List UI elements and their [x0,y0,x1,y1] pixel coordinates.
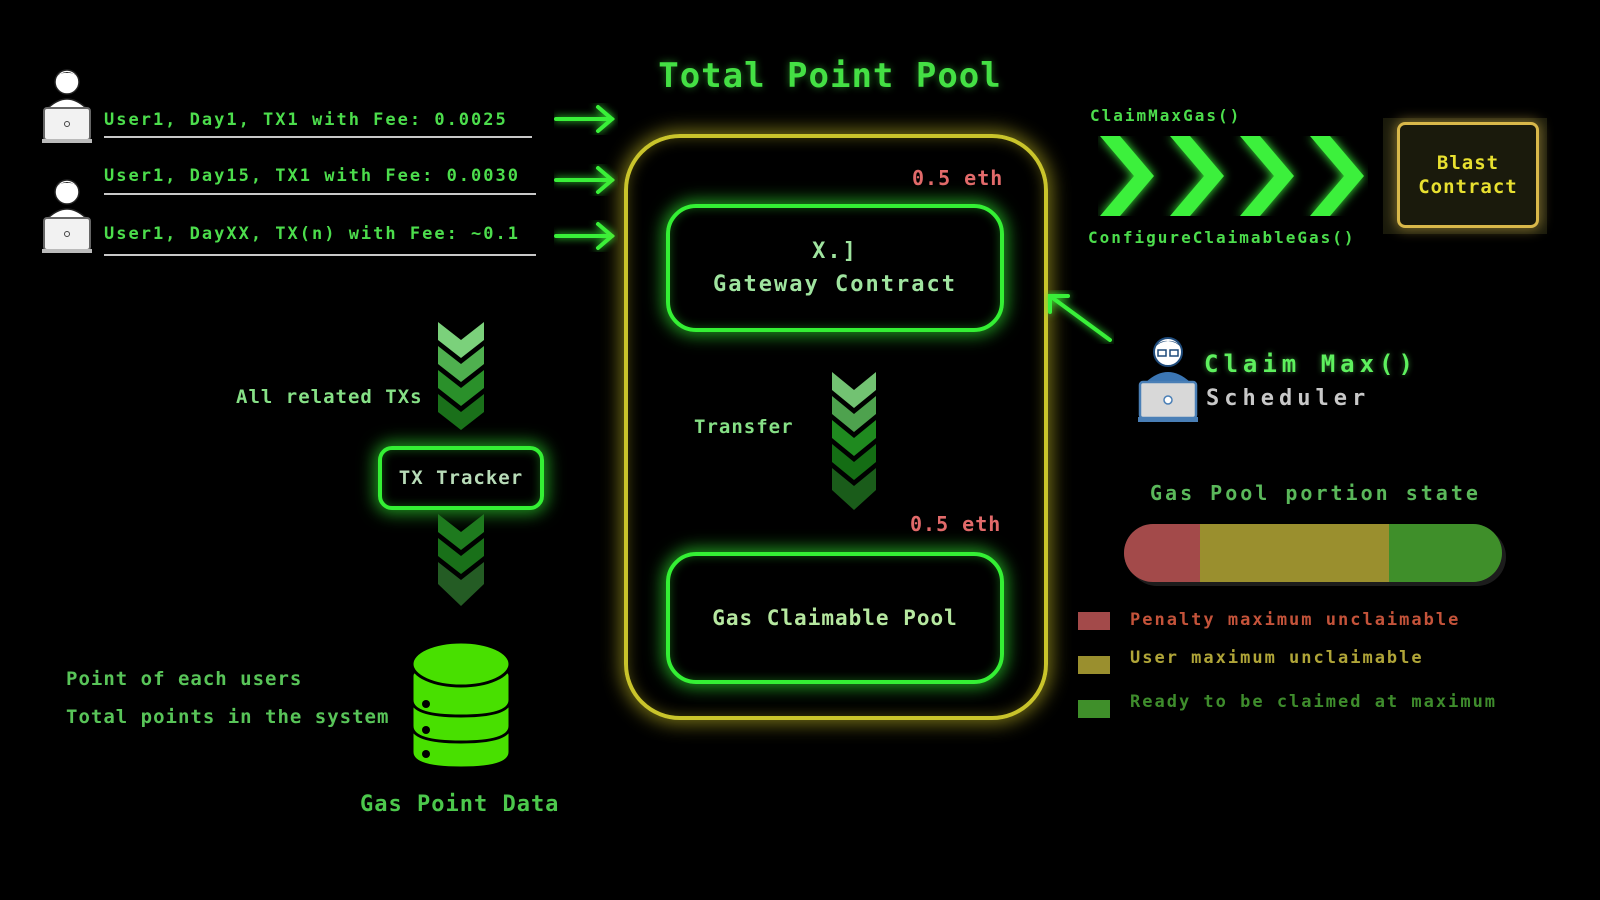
chevron-right-icon [1098,136,1368,216]
legend-swatch-user [1078,656,1110,674]
arrow-up-left-icon [1044,290,1114,344]
divider [104,254,536,256]
arrow-right-icon [554,220,618,252]
tx-tracker-box: TX Tracker [378,446,544,510]
blast-label-line1: Blast [1436,152,1500,174]
chevron-down-icon [832,372,876,514]
user-tx-label: User1, Day1, TX1 with Fee: 0.0025 [104,110,508,130]
blast-label-line2: Contract [1418,176,1518,198]
chevron-down-icon [438,322,484,444]
configure-claimable-gas-func: ConfigureClaimableGas() [1088,228,1356,247]
data-point-line: Point of each users [66,668,303,690]
legend-label-penalty: Penalty maximum unclaimable [1130,610,1461,630]
divider [104,193,536,195]
user-segment [1199,524,1389,582]
gateway-label-line2: Gateway Contract [713,272,957,297]
gas-state-bar [1124,524,1502,582]
scheduler-title: Claim Max() [1204,350,1418,378]
legend-label-user: User maximum unclaimable [1130,648,1424,668]
legend-label-ready: Ready to be claimed at maximum [1130,692,1498,712]
legend-swatch-ready [1078,700,1110,718]
transfer-label: Transfer [694,416,794,438]
scheduler-subtitle: Scheduler [1206,386,1371,411]
user-laptop-icon [40,66,94,144]
gas-point-data-caption: Gas Point Data [360,792,560,817]
scheduler-user-icon [1138,332,1198,426]
arrow-right-icon [554,103,618,135]
chevron-down-icon [438,514,484,610]
divider [104,136,532,138]
arrow-right-icon [554,164,618,196]
page-title: Total Point Pool [658,56,1002,96]
user-laptop-icon [40,176,94,254]
claim-max-gas-func: ClaimMaxGas() [1090,106,1242,125]
gas-claimable-pool-box: Gas Claimable Pool [666,552,1004,684]
data-point-line: Total points in the system [66,706,390,728]
penalty-segment [1124,524,1200,582]
gas-claimable-pool-label: Gas Claimable Pool [712,606,958,630]
tx-tracker-label: TX Tracker [398,467,524,489]
related-txs-label: All related TXs [236,386,423,408]
total-point-pool-box [624,134,1048,720]
claimable-eth-amount: 0.5 eth [910,512,1002,536]
user-tx-label: User1, DayXX, TX(n) with Fee: ~0.1 [104,224,520,244]
blast-contract-box: Blast Contract [1397,122,1539,228]
ready-segment [1388,524,1502,582]
gas-state-title: Gas Pool portion state [1150,481,1481,505]
blast-contract-panel: Blast Contract [1383,118,1547,234]
gateway-eth-amount: 0.5 eth [912,166,1004,190]
legend-swatch-penalty [1078,612,1110,630]
database-icon [410,640,512,770]
user-tx-label: User1, Day15, TX1 with Fee: 0.0030 [104,166,520,186]
gateway-label-line1: X.] [812,239,858,264]
gateway-contract-box: X.] Gateway Contract [666,204,1004,332]
